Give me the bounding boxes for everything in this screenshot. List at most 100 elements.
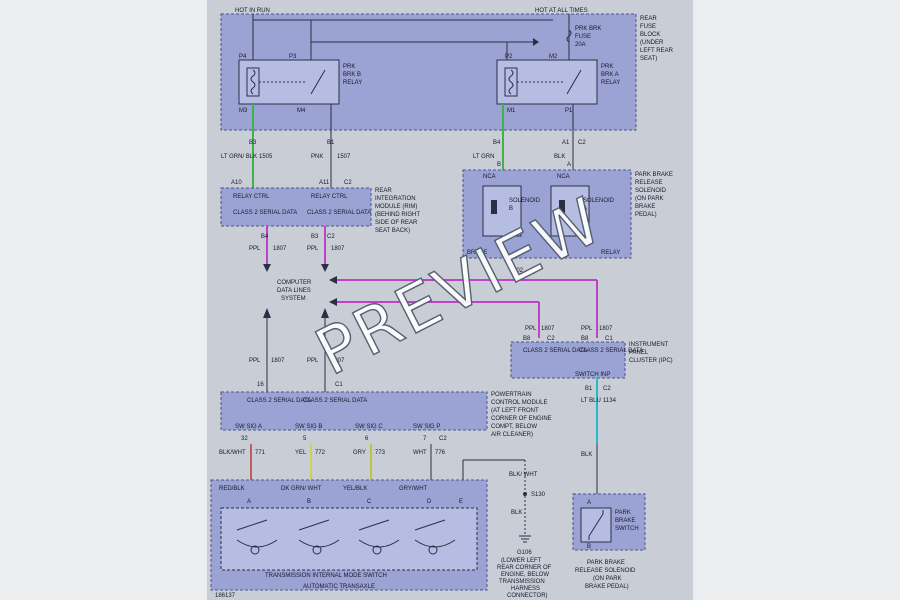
pin-c1: C1 bbox=[605, 336, 613, 342]
wire-772-circuit: 772 bbox=[315, 450, 326, 456]
trans-wire-1: RED/BLK bbox=[219, 486, 245, 492]
pcm-class2-2: CLASS 2 SERIAL DATA bbox=[303, 398, 367, 404]
wire-ppl-c-circuit: 1807 bbox=[541, 326, 555, 332]
wire-771-color: BLK/WHT bbox=[219, 450, 246, 456]
pcm-sw-p: SW SIG P bbox=[413, 424, 440, 430]
pin-p3: P3 bbox=[289, 54, 297, 60]
pcm-label-4: CORNER OF ENGINE bbox=[491, 416, 552, 422]
pin-p1: P1 bbox=[565, 108, 573, 114]
relay-a-label-3: RELAY bbox=[601, 80, 620, 86]
data-lines-3: SYSTEM bbox=[281, 296, 306, 302]
wire-776-color: WHT bbox=[413, 450, 427, 456]
wire-1505-color: LT GRN/ BLK bbox=[221, 154, 257, 160]
wire-ltblu-color: LT BLU bbox=[581, 398, 601, 404]
fuse-block-title-5: LEFT REAR bbox=[640, 48, 674, 54]
rim-label-4: (BEHIND RIGHT bbox=[375, 212, 420, 218]
wire-ppl-e-circuit: 1807 bbox=[271, 358, 285, 364]
switch-pin-a: A bbox=[587, 500, 591, 506]
wire-1507-circuit: 1507 bbox=[337, 154, 351, 160]
trans-pin-b: B bbox=[307, 499, 311, 505]
wiring-diagram: HOT IN RUN HOT AT ALL TIMES PRK BRK FUSE… bbox=[210, 8, 674, 599]
fuse-block-title-1: REAR bbox=[640, 16, 657, 22]
fuse-block-title-6: SEAT) bbox=[640, 56, 657, 62]
data-lines-2: DATA LINES bbox=[277, 288, 311, 294]
rim-relay-ctrl-1: RELAY CTRL bbox=[233, 194, 270, 200]
trans-pin-a: A bbox=[247, 499, 251, 505]
pin-a: A bbox=[567, 162, 571, 168]
rim-relay-ctrl-2: RELAY CTRL bbox=[311, 194, 348, 200]
wire-ppl-d-color: PPL bbox=[581, 326, 593, 332]
solenoid-brake: BRAKE bbox=[467, 250, 487, 256]
park-brake-switch-label-1: PARK bbox=[615, 510, 631, 516]
ipc-switch-inp: SWITCH INP bbox=[575, 372, 610, 378]
rim-label-2: INTEGRATION bbox=[375, 196, 416, 202]
trans-pin-d: D bbox=[427, 499, 432, 505]
rim-box bbox=[220, 187, 372, 227]
wire-ltblu-circuit: 1134 bbox=[603, 398, 617, 404]
rim-class2-1: CLASS 2 SERIAL DATA bbox=[233, 210, 297, 216]
transaxle-name: AUTOMATIC TRANSAXLE bbox=[303, 584, 375, 590]
pcm-label-3: (AT LEFT FRONT bbox=[491, 408, 539, 414]
wire-ppl-c-color: PPL bbox=[525, 326, 537, 332]
hot-in-run-label: HOT IN RUN bbox=[235, 8, 270, 14]
pcm-label-1: POWERTRAIN bbox=[491, 392, 532, 398]
relay-a-label-1: PRK bbox=[601, 64, 613, 70]
trans-pin-e: E bbox=[459, 499, 463, 505]
pin-m1: M1 bbox=[507, 108, 516, 114]
wire-ppl-b-color: PPL bbox=[307, 246, 319, 252]
solenoid-b-label: SOLENOID bbox=[509, 198, 541, 204]
ipc-class2-1: CLASS 2 SERIAL DATA bbox=[523, 348, 587, 354]
pin-5: 5 bbox=[303, 436, 307, 442]
solenoid-label-5: BRAKE bbox=[635, 204, 655, 210]
fuse-label-3: 20A bbox=[575, 42, 586, 48]
pin-a11: A11 bbox=[319, 180, 330, 186]
park-brake-switch-label-2: BRAKE bbox=[615, 518, 635, 524]
data-lines-1: COMPUTER bbox=[277, 280, 312, 286]
ground-202: 202 bbox=[513, 268, 524, 274]
wire-ppl-e-color: PPL bbox=[249, 358, 261, 364]
diagram-sheet: HOT IN RUN HOT AT ALL TIMES PRK BRK FUSE… bbox=[207, 0, 693, 600]
pin-b4-rim: B4 bbox=[261, 234, 269, 240]
pin-b1b: B1 bbox=[585, 386, 593, 392]
pin-a1: A1 bbox=[562, 140, 570, 146]
pin-b1: B1 bbox=[327, 140, 335, 146]
pcm-sw-a: SW SIG A bbox=[235, 424, 262, 430]
ground-label-1: (LOWER LEFT bbox=[501, 558, 542, 564]
solenoid-label-1: PARK BRAKE bbox=[635, 172, 673, 178]
solenoid-label-3: SOLENOID bbox=[635, 188, 667, 194]
rim-label-6: SEAT BACK) bbox=[375, 228, 410, 234]
pcm-box bbox=[220, 391, 488, 431]
pin-b: B bbox=[497, 162, 501, 168]
diagram-id: 186137 bbox=[215, 593, 236, 599]
pcm-sw-b: SW SIG B bbox=[295, 424, 322, 430]
pin-32: 32 bbox=[241, 436, 248, 442]
mode-switch-name: TRANSMISSION INTERNAL MODE SWITCH bbox=[265, 573, 387, 579]
wire-blk2: BLK bbox=[511, 510, 522, 516]
pin-m3: M3 bbox=[239, 108, 248, 114]
wire-ppl-f-circuit: 1807 bbox=[331, 358, 345, 364]
pin-a10: A10 bbox=[231, 180, 242, 186]
pin-b3-rim: B3 bbox=[311, 234, 319, 240]
park-brake-switch-label-3: SWITCH bbox=[615, 526, 639, 532]
pin-16: 16 bbox=[257, 382, 264, 388]
pin-m4: M4 bbox=[297, 108, 306, 114]
trans-wire-2: DK GRN/ WHT bbox=[281, 486, 322, 492]
rim-label-1: REAR bbox=[375, 188, 392, 194]
fuse-label-1: PRK BRK bbox=[575, 26, 601, 32]
pin-c1b: C1 bbox=[335, 382, 343, 388]
trans-wire-3: YEL/BLK bbox=[343, 486, 367, 492]
solenoid-nca-1: NCA bbox=[483, 174, 496, 180]
ground-g106: G106 bbox=[517, 550, 532, 556]
ipc-class2-2: CLASS 2 SERIAL DATA bbox=[579, 348, 643, 354]
wire-ppl-a-circuit: 1807 bbox=[273, 246, 287, 252]
wire-1505-circuit: 1505 bbox=[259, 154, 273, 160]
solenoid-label-6: PEDAL) bbox=[635, 212, 657, 218]
relay-a-label-2: BRK A bbox=[601, 72, 619, 78]
fuse-symbol bbox=[566, 29, 572, 43]
pcm-label-5: COMPT, BELOW bbox=[491, 424, 537, 430]
mode-switch-box bbox=[220, 507, 478, 571]
ground-label-5: HARNESS bbox=[511, 586, 540, 592]
pin-m2: M2 bbox=[549, 54, 558, 60]
pin-b4: B4 bbox=[493, 140, 501, 146]
pcm-sw-c: SW SIG C bbox=[355, 424, 383, 430]
